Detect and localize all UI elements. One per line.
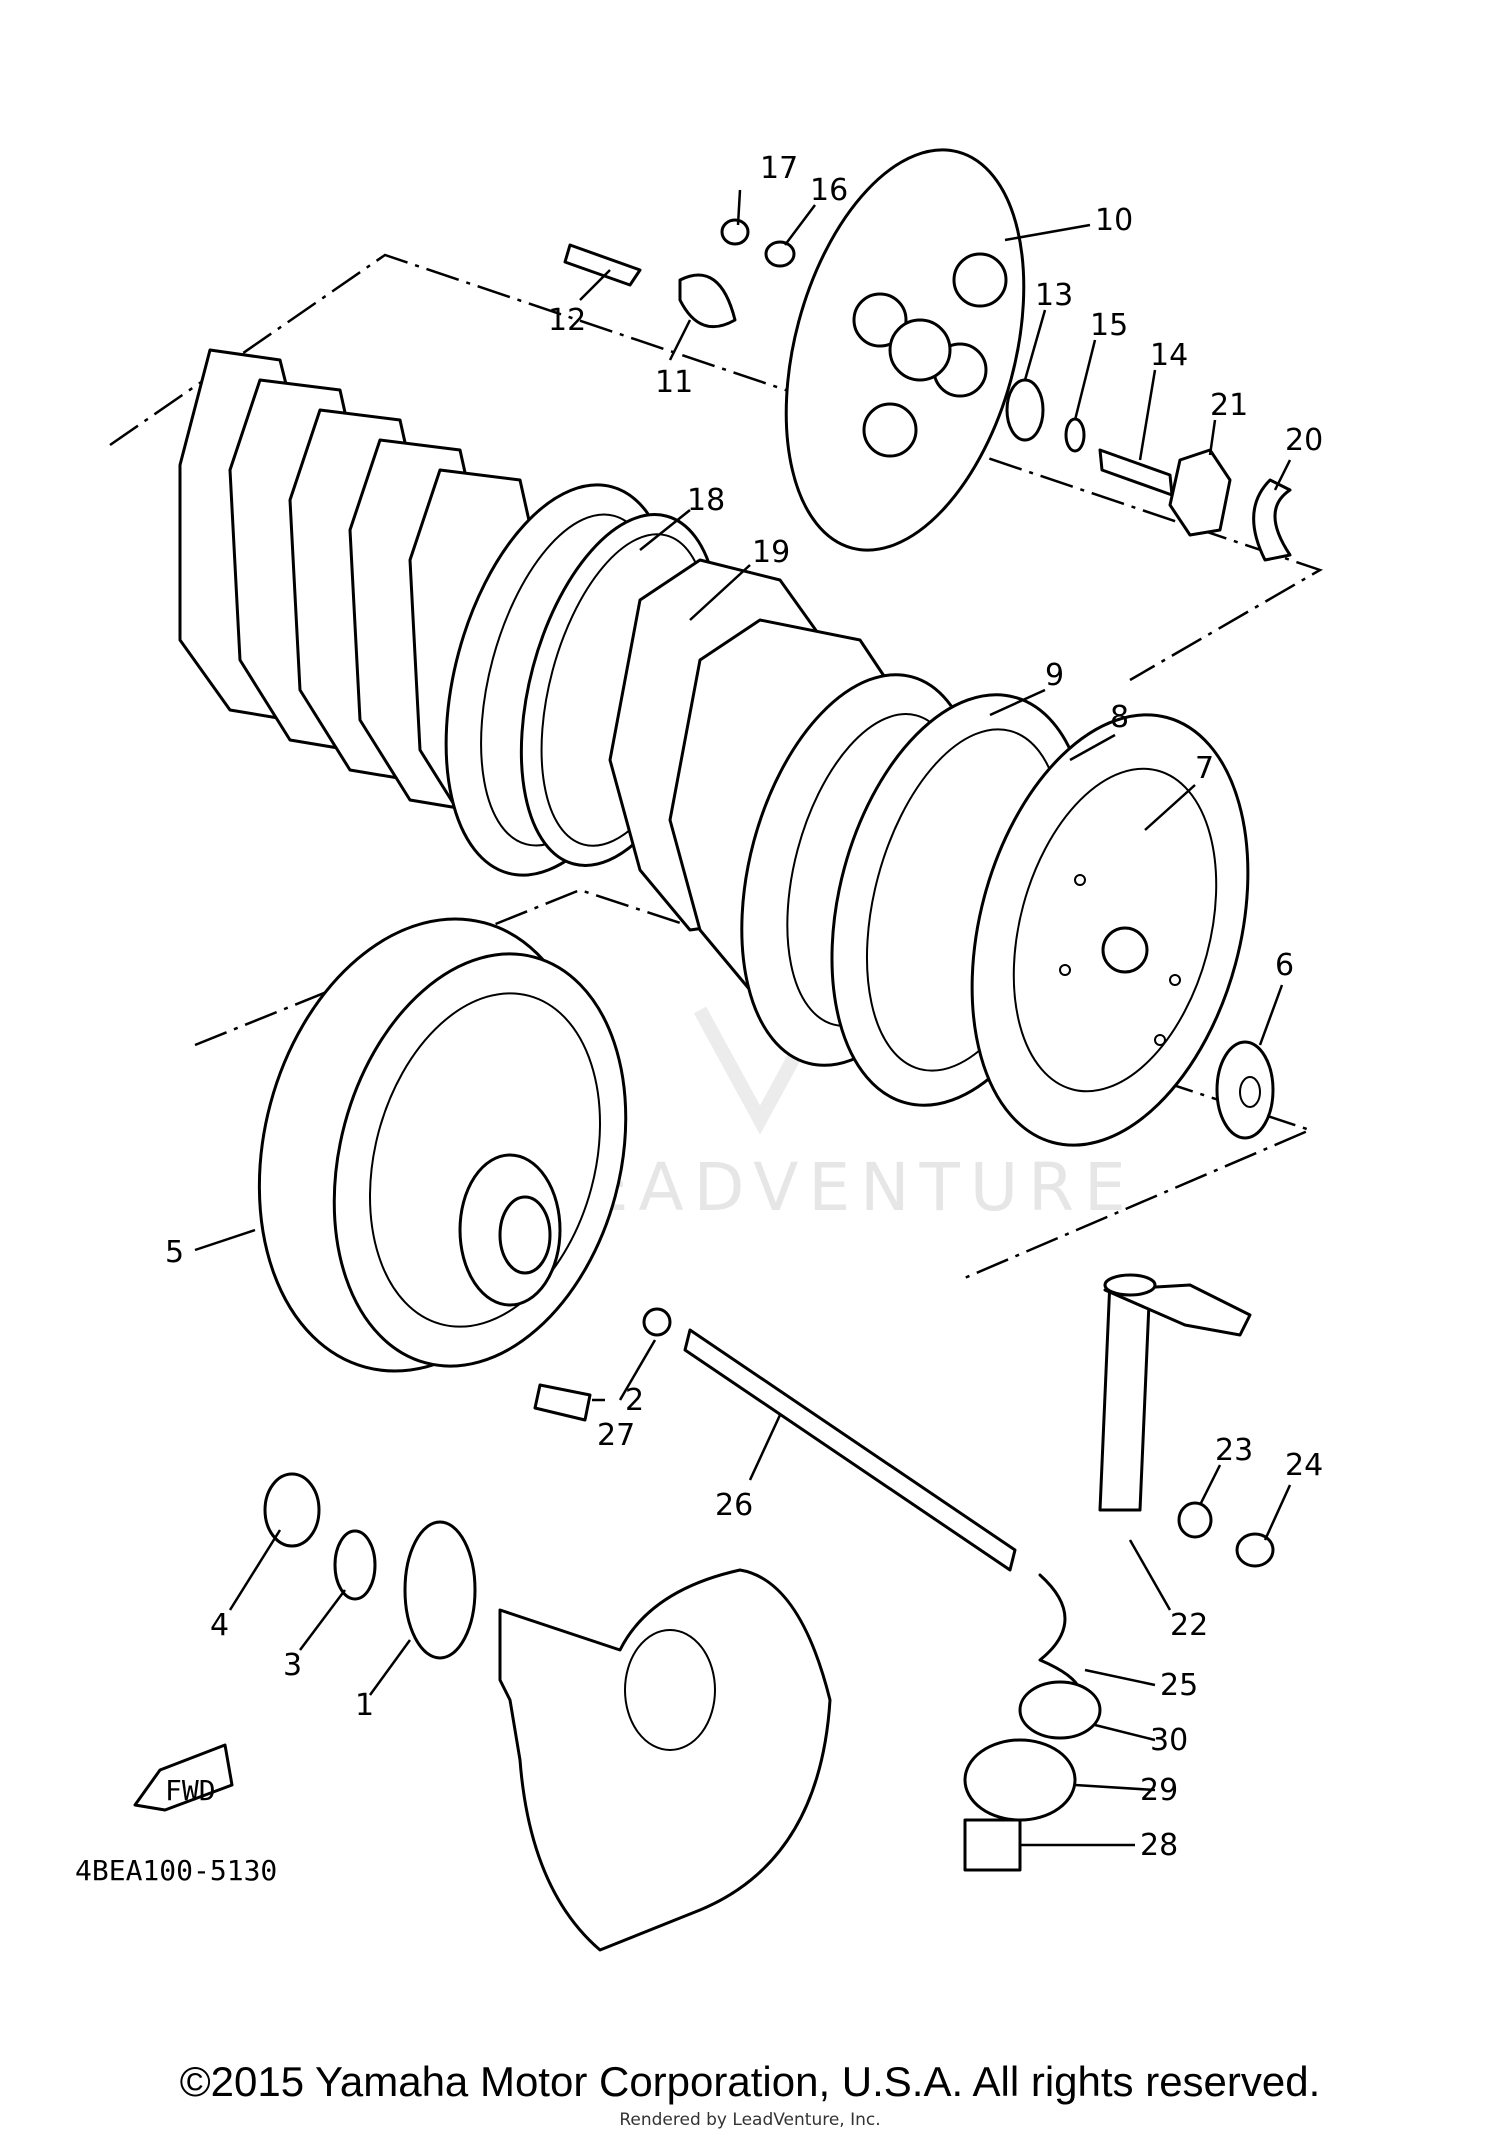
callout-16: 16 [810, 173, 848, 208]
callout-13: 13 [1035, 278, 1073, 313]
small-parts-bottom [263, 1383, 1275, 1872]
callout-4: 4 [210, 1608, 229, 1643]
callout-6: 6 [1275, 948, 1294, 983]
callout-5: 5 [165, 1235, 184, 1270]
callout-21: 21 [1210, 388, 1248, 423]
callout-23: 23 [1215, 1433, 1253, 1468]
clutch-boss [970, 713, 1250, 1147]
callout-19: 19 [752, 535, 790, 570]
callout-8: 8 [1110, 700, 1129, 735]
callout-14: 14 [1150, 338, 1188, 373]
primary-driven-gear [257, 917, 628, 1373]
rendered-by-notice: Rendered by LeadVenture, Inc. [619, 2110, 881, 2130]
leader-lines [194, 189, 1292, 1847]
callout-1: 1 [355, 1688, 374, 1723]
callout-27: 27 [597, 1418, 635, 1453]
callout-15: 15 [1090, 308, 1128, 343]
fwd-label: FWD [165, 1774, 216, 1807]
callout-10: 10 [1095, 203, 1133, 238]
callout-20: 20 [1285, 423, 1323, 458]
callout-17: 17 [760, 151, 798, 186]
callout-26: 26 [715, 1488, 753, 1523]
callout-28: 28 [1140, 1828, 1178, 1863]
crankshaft-outline [498, 1568, 832, 1952]
callout-11: 11 [655, 365, 693, 400]
watermark-text: LEADVENTURE [540, 1149, 1136, 1226]
callout-7: 7 [1195, 751, 1214, 786]
callouts: 1 2 3 4 5 6 7 8 9 10 11 12 13 14 15 16 1… [165, 151, 1323, 1863]
push-lever-shaft [1098, 1273, 1252, 1512]
callout-3: 3 [283, 1648, 302, 1683]
lock-washer [1215, 1040, 1275, 1140]
diagram-code: 4BEA100-5130 [75, 1854, 277, 1887]
callout-12: 12 [548, 303, 586, 338]
callout-25: 25 [1160, 1668, 1198, 1703]
callout-2: 2 [625, 1383, 644, 1418]
fwd-arrow-icon: FWD [133, 1743, 234, 1812]
pressure-plate [784, 148, 1026, 552]
copyright-notice: ©2015 Yamaha Motor Corporation, U.S.A. A… [179, 2058, 1321, 2105]
push-rod [642, 1307, 1017, 1572]
callout-9: 9 [1045, 658, 1064, 693]
callout-30: 30 [1150, 1723, 1188, 1758]
callout-24: 24 [1285, 1448, 1323, 1483]
callout-29: 29 [1140, 1773, 1178, 1808]
callout-22: 22 [1170, 1608, 1208, 1643]
callout-18: 18 [687, 483, 725, 518]
